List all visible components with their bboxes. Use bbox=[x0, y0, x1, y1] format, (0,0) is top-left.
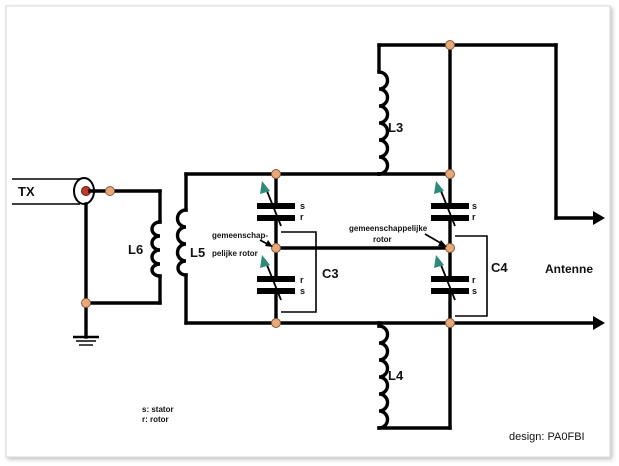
c4-bottom-node bbox=[445, 318, 455, 328]
output-arrow-top bbox=[593, 211, 605, 225]
l5-label: L5 bbox=[190, 245, 205, 260]
ground-symbol bbox=[73, 335, 99, 346]
c4-note-line2: rotor bbox=[373, 235, 392, 244]
c3-bottom-node bbox=[271, 318, 281, 328]
c4-upper-tuning-arrow bbox=[434, 181, 444, 194]
c4-label: C4 bbox=[491, 260, 508, 275]
c4-upper-s-label: s bbox=[472, 201, 477, 211]
l4-label: L4 bbox=[388, 368, 404, 383]
c4-top-node bbox=[445, 169, 455, 179]
c4-upper-r-label: r bbox=[472, 212, 476, 222]
c3-upper-s-label: s bbox=[300, 201, 305, 211]
output-arrow-bottom bbox=[593, 316, 605, 330]
node-tx-ground bbox=[81, 298, 91, 308]
legend-stator: s: stator bbox=[142, 405, 174, 414]
c4-note-line1: gemeenschappelijke bbox=[349, 224, 428, 233]
c3-top-node bbox=[271, 169, 281, 179]
c4-lower-r-label: r bbox=[472, 275, 476, 285]
c3-note-line1: gemeenschap- bbox=[212, 231, 268, 240]
l3-label: L3 bbox=[388, 120, 403, 135]
c3-note-line2: pelijke rotor bbox=[212, 249, 258, 258]
c3-lower-r-label: r bbox=[300, 275, 304, 285]
c3-rotor-node bbox=[271, 243, 281, 253]
c4-lower-tuning-arrow bbox=[434, 255, 444, 268]
antenna-label: Antenne bbox=[545, 262, 593, 276]
l4-coil bbox=[377, 324, 390, 430]
l5-coil bbox=[175, 208, 188, 277]
c3-lower-tuning-arrow bbox=[260, 255, 270, 268]
l3-top-node bbox=[445, 40, 455, 50]
c3-upper-tuning-arrow bbox=[260, 181, 270, 194]
l6-coil bbox=[150, 220, 162, 278]
l6-label: L6 bbox=[128, 242, 143, 257]
c3-upper-r-label: r bbox=[300, 212, 304, 222]
node-tx-top bbox=[105, 186, 115, 196]
c3-lower-s-label: s bbox=[300, 286, 305, 296]
c4-rotor-node bbox=[445, 243, 455, 253]
c3-label: C3 bbox=[322, 266, 339, 281]
c4-lower-s-label: s bbox=[472, 286, 477, 296]
design-credit: design: PA0FBI bbox=[509, 431, 585, 443]
legend-rotor: r: rotor bbox=[142, 415, 169, 424]
l3-coil bbox=[377, 70, 390, 176]
tx-label: TX bbox=[18, 184, 35, 199]
